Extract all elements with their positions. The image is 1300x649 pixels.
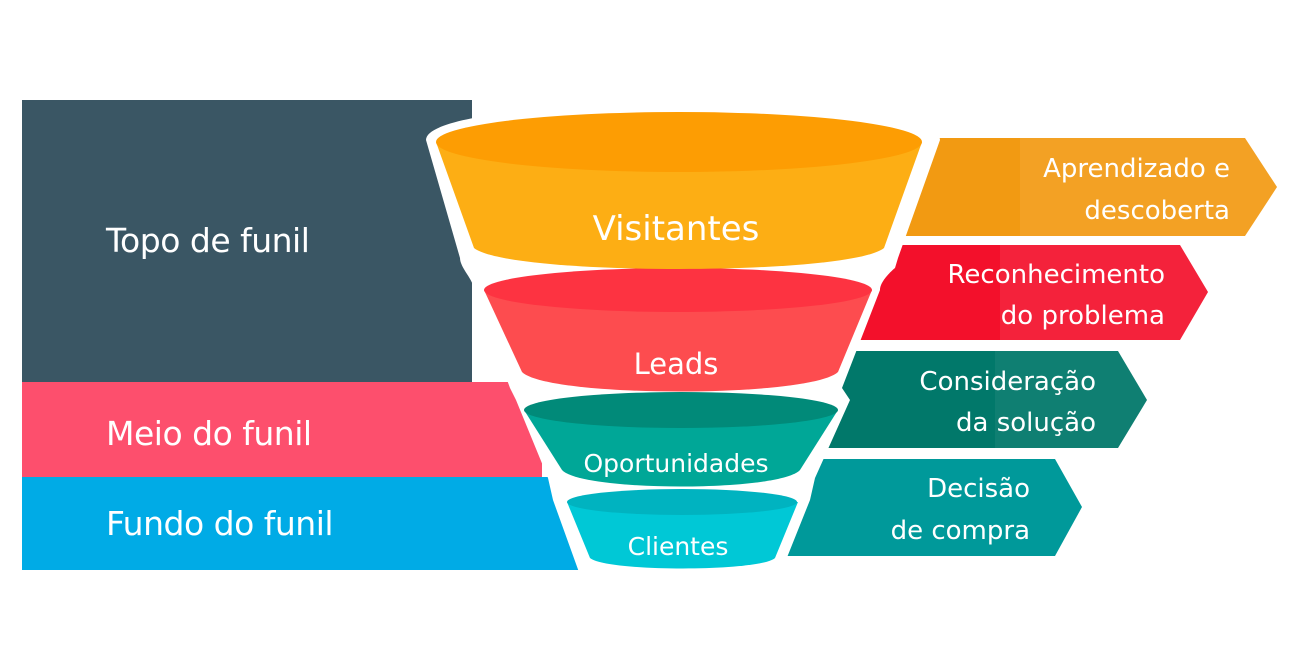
funnel-label-visitantes: Visitantes: [593, 209, 760, 249]
arrow-solution-line1: Consideração: [919, 367, 1096, 397]
funnel-segment-oportunidades: Oportunidades: [524, 392, 838, 487]
arrow-learning: Aprendizado e descoberta: [880, 138, 1277, 236]
funnel-label-oportunidades: Oportunidades: [583, 449, 768, 478]
arrow-problem: Reconhecimento do problema: [850, 245, 1208, 340]
arrow-problem-line2: do problema: [1001, 301, 1165, 331]
arrow-learning-line2: descoberta: [1084, 196, 1230, 226]
arrow-decision-line1: Decisão: [927, 474, 1030, 504]
stage-label-top: Topo de funil: [106, 221, 310, 260]
arrow-decision-line2: de compra: [891, 516, 1030, 546]
funnel-segment-leads: Leads: [484, 268, 872, 392]
arrow-decision: Decisão de compra: [780, 459, 1082, 556]
stage-label-bottom: Fundo do funil: [106, 504, 334, 543]
stage-label-middle: Meio do funil: [106, 414, 312, 453]
stage-band-top: [22, 100, 472, 382]
funnel-label-leads: Leads: [634, 347, 719, 381]
stage-band-bottom: [22, 477, 582, 570]
arrow-solution-line2: da solução: [956, 408, 1096, 438]
arrow-learning-line1: Aprendizado e: [1043, 154, 1230, 184]
arrow-solution: Consideração da solução: [820, 351, 1147, 448]
funnel-segment-clientes: Clientes: [567, 489, 798, 569]
funnel-segment-visitantes: Visitantes: [436, 112, 922, 269]
stage-band-middle: [22, 382, 542, 477]
arrow-problem-line1: Reconhecimento: [948, 260, 1165, 290]
funnel-label-clientes: Clientes: [628, 532, 729, 561]
